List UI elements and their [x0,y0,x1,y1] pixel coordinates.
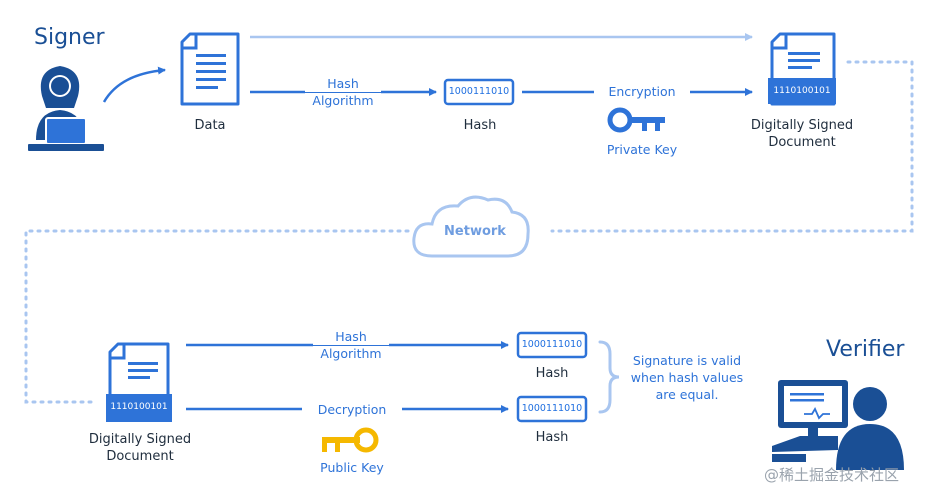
signed-document-icon [768,32,836,106]
signed-doc-label-line1: Digitally Signed [750,118,854,133]
verifier-hash-algorithm-line1: Hash [313,329,389,345]
decryption-label: Decryption [302,402,402,418]
network-path-left [24,229,410,404]
encryption-label: Encryption [594,84,690,100]
received-doc-label-line1: Digitally Signed [88,432,192,447]
verifier-person-icon [772,380,904,470]
signed-doc-binary: 1110100101 [773,86,831,96]
hash1-box [516,331,588,359]
data-label: Data [194,118,226,133]
validity-note-line1: Signature is valid [632,353,742,368]
received-doc-label-line2: Document [106,449,174,464]
validity-note-line3: are equal. [655,387,719,402]
cloud-icon [412,195,530,258]
signer-to-data-arrow [102,66,166,103]
watermark: @稀土掘金技术社区 [764,466,900,484]
signed-doc-label-line2: Document [768,135,836,150]
hash1-label: Hash [535,366,569,381]
hash-algorithm-label-line1: Hash [305,76,381,92]
hash2-label: Hash [535,430,569,445]
signer-title: Signer [34,25,105,50]
hash-label: Hash [463,118,497,133]
hash-algorithm-label-line2: Algorithm [305,93,381,109]
hash-binary: 1000111010 [448,86,510,97]
received-doc-binary: 1110100101 [110,402,168,412]
data-document-icon [180,32,240,106]
public-key-icon [322,427,379,453]
hash2-binary: 1000111010 [521,403,583,414]
verifier-title: Verifier [826,337,905,362]
hash-box [443,78,515,106]
hash2-box [516,395,588,423]
network-path-right [550,60,914,233]
private-key-icon [607,107,665,133]
public-key-label: Public Key [302,460,402,476]
received-document-icon [106,342,172,422]
private-key-label: Private Key [594,142,690,158]
validity-note-line2: when hash values [630,370,744,385]
network-label: Network [444,224,506,239]
hash1-binary: 1000111010 [521,339,583,350]
verifier-hash-algorithm-line2: Algorithm [313,346,389,362]
signer-person-icon [28,66,104,151]
comparison-brace [598,340,620,414]
